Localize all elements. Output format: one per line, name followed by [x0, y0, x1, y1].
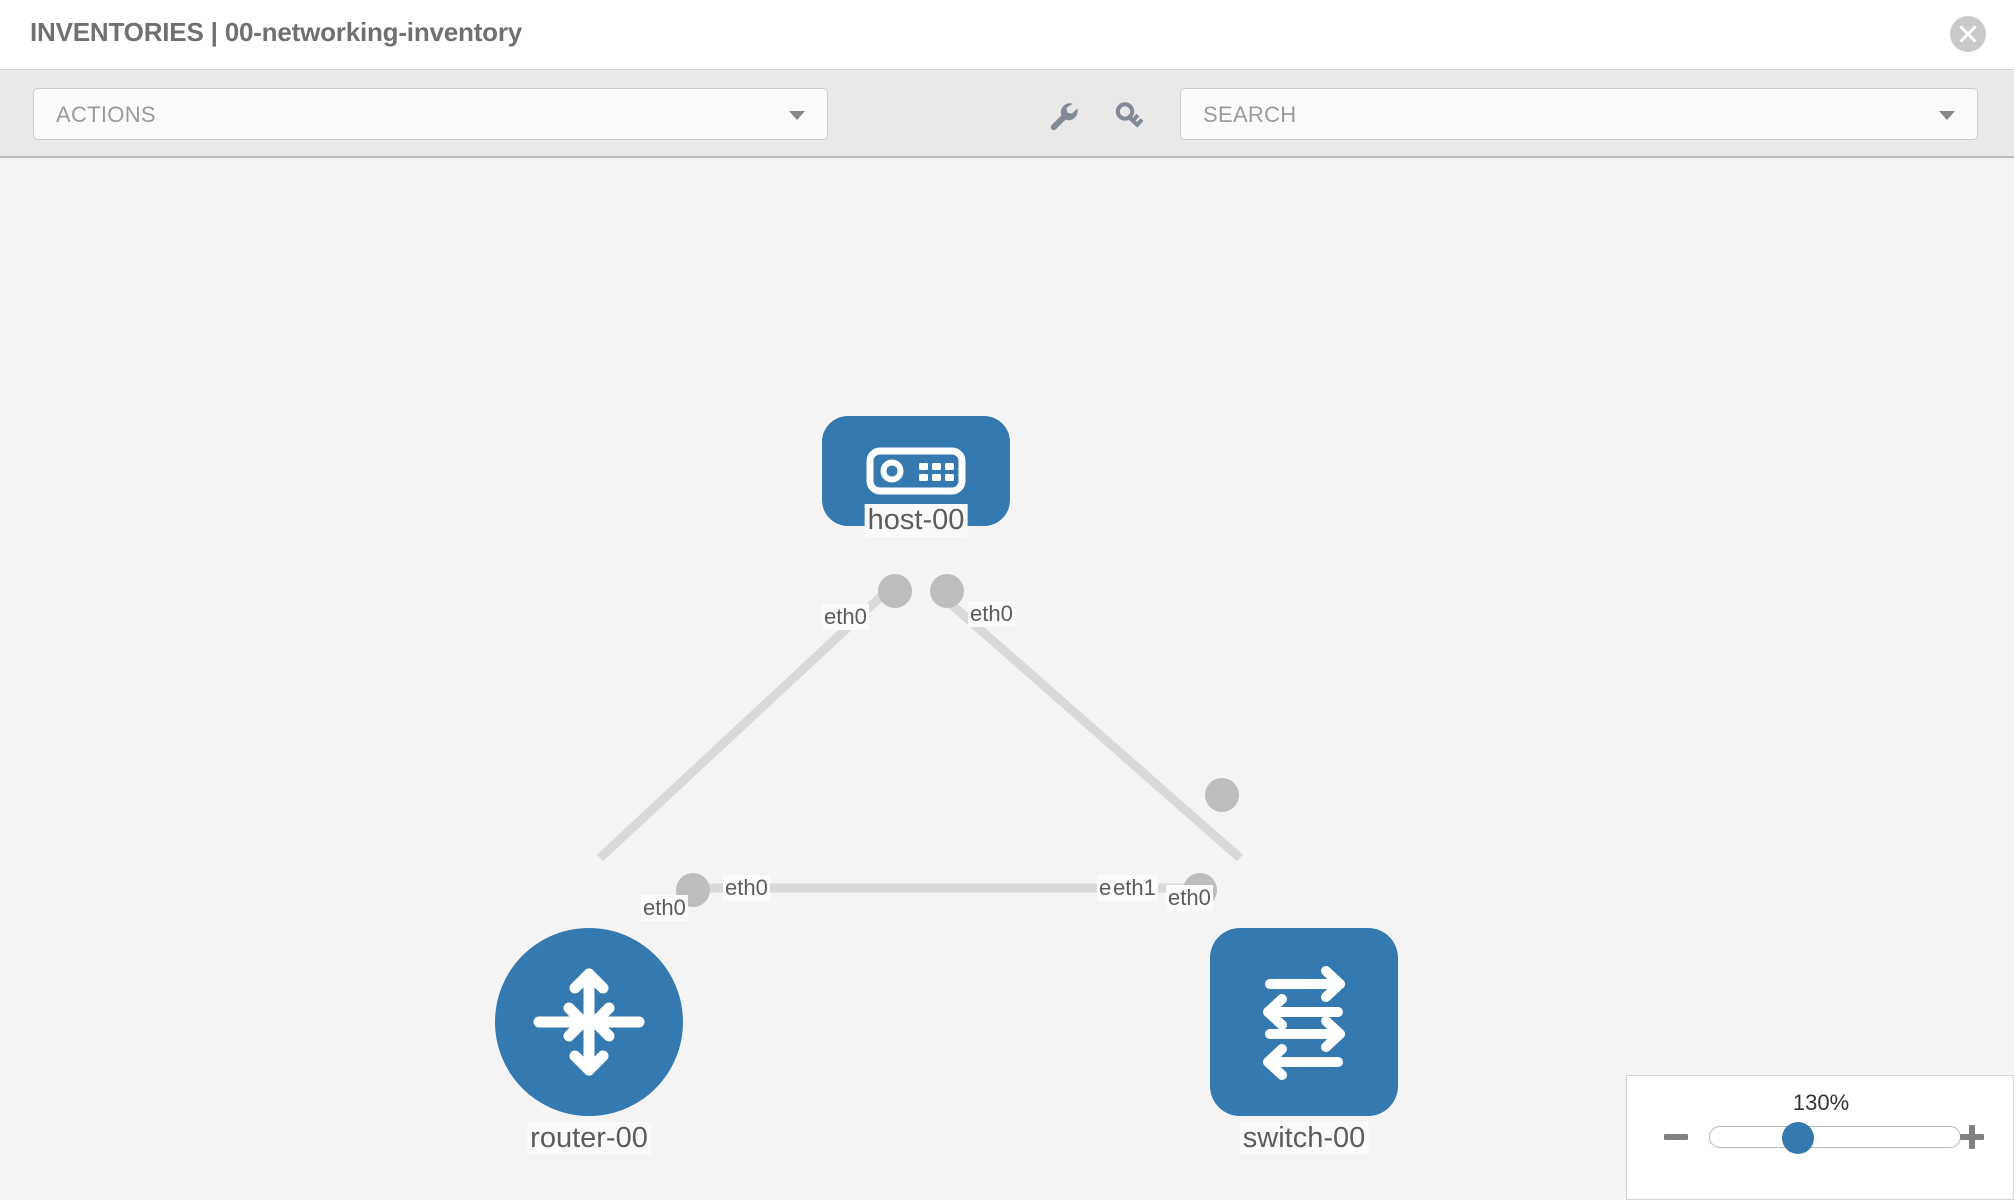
- plus-icon: [1960, 1125, 1984, 1149]
- search-input[interactable]: SEARCH: [1180, 88, 1978, 140]
- node-router-shape: [495, 928, 683, 1116]
- port-label-switch-up: eth0: [1166, 885, 1213, 911]
- node-router-00[interactable]: router-00: [495, 928, 683, 1155]
- key-icon: [1115, 102, 1144, 128]
- zoom-control-panel: 130%: [1626, 1075, 2014, 1200]
- node-switch-shape: [1210, 928, 1398, 1116]
- port-label-router-up: eth0: [641, 895, 688, 921]
- close-icon: [1959, 25, 1977, 43]
- page-title: INVENTORIES | 00-networking-inventory: [30, 17, 523, 47]
- actions-label: ACTIONS: [56, 102, 156, 127]
- node-host-00[interactable]: host-00: [822, 416, 1010, 537]
- credentials-key-button[interactable]: [1110, 96, 1150, 136]
- port-label-router-right: eth0: [723, 875, 770, 901]
- page-header: INVENTORIES | 00-networking-inventory: [0, 0, 2014, 70]
- server-icon: [866, 447, 966, 495]
- close-button[interactable]: [1950, 16, 1986, 52]
- zoom-slider-track[interactable]: [1709, 1126, 1961, 1148]
- node-switch-00[interactable]: switch-00: [1210, 928, 1398, 1155]
- endpoint-host-left[interactable]: [878, 574, 912, 608]
- port-label-host-left: eth0: [822, 604, 869, 630]
- topology-edges: [596, 586, 1243, 893]
- zoom-out-button[interactable]: [1661, 1122, 1691, 1152]
- chevron-down-icon: [1939, 111, 1955, 120]
- settings-wrench-button[interactable]: [1043, 96, 1083, 136]
- chevron-down-icon: [789, 111, 805, 120]
- endpoint-switch-up[interactable]: [1205, 778, 1239, 812]
- switch-arrows-icon: [1263, 966, 1345, 1080]
- zoom-in-button[interactable]: [1957, 1122, 1987, 1152]
- port-label-switch-left: eth1: [1111, 875, 1158, 901]
- router-arrows-icon: [533, 968, 645, 1076]
- topology-canvas[interactable]: host-00 rout: [0, 158, 2014, 1200]
- endpoint-host-right[interactable]: [930, 574, 964, 608]
- port-label-host-right: eth0: [968, 601, 1015, 627]
- minus-icon: [1664, 1134, 1688, 1140]
- actions-dropdown[interactable]: ACTIONS: [33, 88, 828, 140]
- node-switch-label: switch-00: [1239, 1122, 1369, 1155]
- zoom-level-value: 130%: [1792, 1090, 1850, 1115]
- search-placeholder: SEARCH: [1203, 102, 1297, 127]
- edge-host-switch: [932, 586, 1243, 862]
- zoom-slider-thumb[interactable]: [1782, 1122, 1814, 1154]
- wrench-icon: [1050, 103, 1078, 131]
- edge-host-router: [596, 586, 892, 862]
- toolbar: ACTIONS SEARCH: [0, 70, 2014, 158]
- node-host-label: host-00: [864, 504, 968, 537]
- node-router-label: router-00: [527, 1122, 651, 1155]
